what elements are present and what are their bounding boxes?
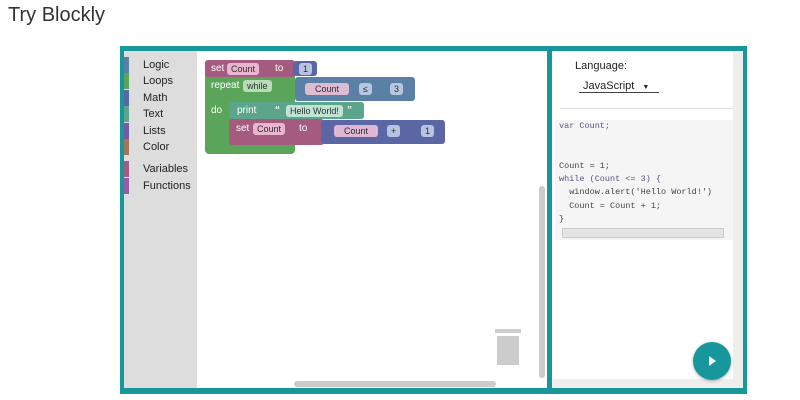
do-label: do <box>211 105 223 116</box>
category-label: Color <box>143 141 170 153</box>
category-color-swatch <box>124 123 129 139</box>
category-label: Math <box>143 92 168 104</box>
toolbox-category-math[interactable]: Math <box>124 90 167 106</box>
category-color-swatch <box>124 57 129 73</box>
compare-var-dropdown[interactable]: Count <box>305 83 350 95</box>
toolbox-category-color[interactable]: Color <box>124 139 169 155</box>
language-dropdown[interactable]: JavaScript ▼ <box>579 80 659 93</box>
category-color-swatch <box>124 178 129 194</box>
toolbox-category-text[interactable]: Text <box>124 106 163 122</box>
language-label: Language: <box>575 60 627 72</box>
code-horizontal-scrollbar[interactable] <box>562 228 724 238</box>
text-value[interactable]: Hello World! <box>286 105 343 117</box>
category-color-swatch <box>124 106 129 122</box>
code-line: while (Count <= 3) { <box>559 174 662 185</box>
code-line: window.alert('Hello World!') <box>559 187 713 198</box>
toolbox-category-logic[interactable]: Logic <box>124 57 169 73</box>
code-line: } <box>559 214 565 225</box>
workspace-vertical-scrollbar[interactable] <box>539 186 545 378</box>
repeat-label: repeat <box>211 80 240 91</box>
quote-close: ” <box>347 105 352 116</box>
category-color-swatch <box>124 161 129 177</box>
panel-scrollbar[interactable] <box>733 51 743 388</box>
page-title: Try Blockly <box>8 4 106 26</box>
category-label: Loops <box>143 75 173 87</box>
toolbox-category-loops[interactable]: Loops <box>124 73 173 89</box>
workspace[interactable]: repeat while Count ≤ 3 do set Count to 1… <box>197 51 547 388</box>
code-line <box>559 133 729 146</box>
divider <box>560 108 740 109</box>
workspace-horizontal-scrollbar[interactable] <box>294 381 496 387</box>
category-label: Functions <box>143 180 191 192</box>
to-label: to <box>275 63 284 74</box>
category-label: Lists <box>143 125 166 137</box>
trash-icon[interactable] <box>495 329 521 365</box>
toolbox-category-lists[interactable]: Lists <box>124 123 166 139</box>
arith-op-dropdown[interactable]: + <box>387 125 401 137</box>
code-line: var Count; <box>559 121 611 131</box>
arith-value[interactable]: 1 <box>421 125 435 137</box>
generated-code: var Count; Count = 1; while (Count <= 3) {… <box>555 120 733 240</box>
number-value[interactable]: 1 <box>299 63 313 75</box>
code-line: Count = Count + 1; <box>559 200 662 211</box>
arith-var-dropdown[interactable]: Count <box>334 125 379 137</box>
category-color-swatch <box>124 90 129 106</box>
play-icon <box>709 356 716 366</box>
code-line <box>559 147 729 160</box>
code-line: Count = 1; <box>559 160 611 171</box>
set-var-dropdown[interactable]: Count <box>253 123 286 135</box>
category-label: Variables <box>143 163 189 175</box>
category-color-swatch <box>124 73 129 89</box>
run-button[interactable] <box>693 342 731 380</box>
set-label: set <box>236 123 250 134</box>
compare-value[interactable]: 3 <box>390 83 404 95</box>
quote-open: “ <box>275 105 280 116</box>
panel-bottom-scrollbar[interactable] <box>552 379 733 388</box>
repeat-mode-dropdown[interactable]: while <box>243 80 272 92</box>
category-color-swatch <box>124 139 129 155</box>
print-label: print <box>237 105 257 116</box>
set-var-dropdown[interactable]: Count <box>227 63 260 75</box>
set-label: set <box>211 63 225 74</box>
category-label: Text <box>143 108 164 120</box>
compare-op-dropdown[interactable]: ≤ <box>359 83 372 95</box>
to-label: to <box>299 123 308 134</box>
language-selected: JavaScript <box>583 80 635 92</box>
category-label: Logic <box>143 59 170 71</box>
dropdown-arrow-icon: ▼ <box>642 84 650 91</box>
toolbox-category-functions[interactable]: Functions <box>124 178 191 194</box>
toolbox-category-variables[interactable]: Variables <box>124 161 188 177</box>
